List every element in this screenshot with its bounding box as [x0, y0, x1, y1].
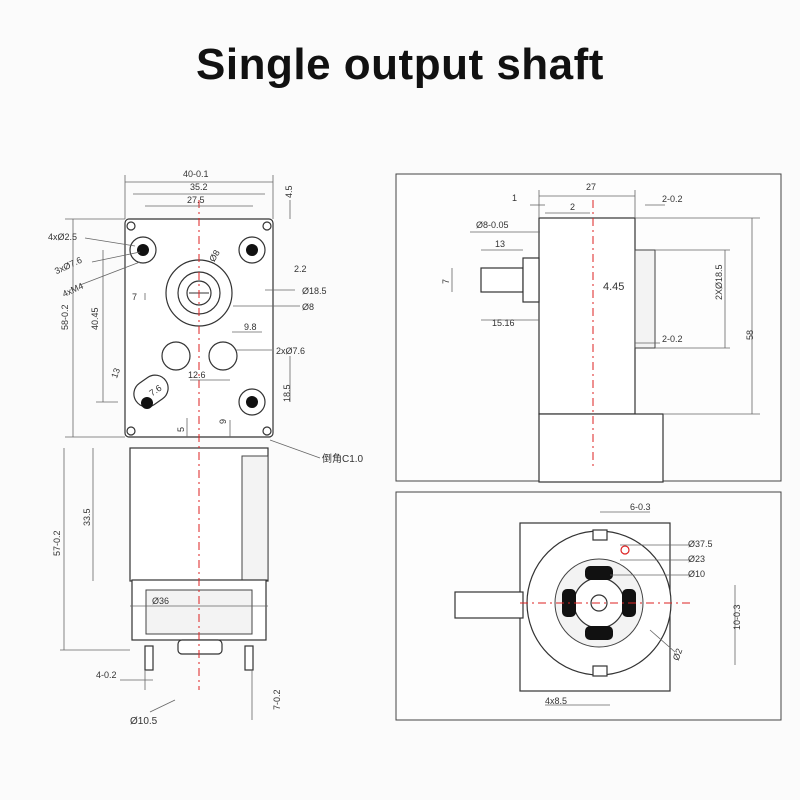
slot-boss	[133, 374, 169, 408]
side-motor-top	[538, 413, 664, 483]
screw-br	[262, 426, 272, 436]
motor-terminal-block	[177, 639, 223, 655]
dim-57: 57-0.2	[52, 530, 62, 556]
counterbore-left	[161, 341, 191, 371]
end-output-shaft	[454, 591, 524, 619]
dim-40-45: 40.45	[90, 307, 100, 330]
dim-holes: 4xØ2.5	[48, 232, 77, 242]
front-view: 40-0.1 35.2 27.5 4.5 4xØ2.5 3xØ7.6 4xM4 …	[48, 169, 364, 727]
dim-2x-counterbore: 2xØ7.6	[276, 346, 305, 356]
brush-top	[585, 566, 613, 580]
side-dim-13: 13	[495, 239, 505, 249]
dim-58: 58-0.2	[60, 304, 70, 330]
side-gearbox	[538, 217, 636, 415]
end-view: 6-0.3 Ø37.5 Ø23 Ø10 10-0.3 Ø2 4x8.5	[395, 491, 782, 721]
dim-4-5: 4.5	[284, 185, 294, 198]
dim-o18-5: Ø18.5	[302, 286, 327, 296]
end-dim-4x8-5: 4x8.5	[545, 696, 567, 706]
end-terminal-top	[592, 529, 608, 541]
side-dim-58: 58	[745, 330, 755, 340]
dim-40: 40-0.1	[183, 169, 209, 179]
end-marker	[620, 545, 630, 555]
screw-tl	[126, 221, 136, 231]
dim-35-2: 35.2	[190, 182, 208, 192]
dim-18-5: 18.5	[282, 384, 292, 402]
end-dim-6: 6-0.3	[630, 502, 651, 512]
side-dim-2-0-2a: 2-0.2	[662, 194, 683, 204]
side-dim-o18-5: 2XØ18.5	[714, 264, 724, 300]
dim-12-6: 12.6	[188, 370, 206, 380]
dim-o8b: Ø8	[302, 302, 314, 312]
terminal-right	[244, 645, 254, 671]
end-dim-10: 10-0.3	[732, 604, 742, 630]
dim-o10-5: Ø10.5	[130, 716, 158, 727]
mount-hole-br	[246, 396, 258, 408]
dim-9: 9	[218, 419, 228, 424]
side-dim-27: 27	[586, 182, 596, 192]
terminal-left	[144, 645, 154, 671]
mount-hole-tr	[246, 244, 258, 256]
mount-hole-bl	[141, 397, 153, 409]
counterbore-right	[208, 341, 238, 371]
end-terminal-bottom	[592, 665, 608, 677]
dim-4-0-2: 4-0.2	[96, 670, 117, 680]
dim-9-8: 9.8	[244, 322, 257, 332]
side-output-shaft	[480, 267, 524, 293]
side-dim-2: 2	[570, 202, 575, 212]
end-dim-o37-5: Ø37.5	[688, 539, 713, 549]
motor-flat	[241, 455, 269, 581]
side-view: 1 27 2 2-0.2 Ø8-0.05 13 7 4.45 2XØ18.5 1…	[395, 173, 782, 483]
chamfer-note: 倒角C1.0	[322, 453, 364, 465]
side-dim-o8: Ø8-0.05	[476, 220, 509, 230]
dim-7-0-2: 7-0.2	[272, 689, 282, 710]
dim-o36: Ø36	[152, 596, 169, 606]
dim-13: 13	[109, 367, 122, 380]
dim-33-5: 33.5	[82, 508, 92, 526]
screw-bl	[126, 426, 136, 436]
side-dim-7: 7	[441, 279, 451, 284]
page-title: Single output shaft	[196, 40, 604, 89]
screw-tr	[262, 221, 272, 231]
dim-counterbore: 3xØ7.6	[53, 255, 84, 276]
dim-27-5: 27.5	[187, 195, 205, 205]
end-dim-o23: Ø23	[688, 554, 705, 564]
side-dim-4-45: 4.45	[603, 281, 624, 293]
dim-7: 7	[132, 292, 137, 302]
end-dim-o10: Ø10	[688, 569, 705, 579]
side-dim-1: 1	[512, 193, 517, 203]
mount-hole-tl	[137, 244, 149, 256]
brush-bottom	[585, 626, 613, 640]
side-shaft-collar	[522, 257, 540, 303]
side-dim-2-0-2b: 2-0.2	[662, 334, 683, 344]
side-dim-15-16: 15.16	[492, 318, 515, 328]
side-boss	[634, 249, 656, 349]
end-dim-o2: Ø2	[671, 647, 685, 662]
dim-2-2: 2.2	[294, 264, 307, 274]
dim-5: 5	[176, 427, 186, 432]
